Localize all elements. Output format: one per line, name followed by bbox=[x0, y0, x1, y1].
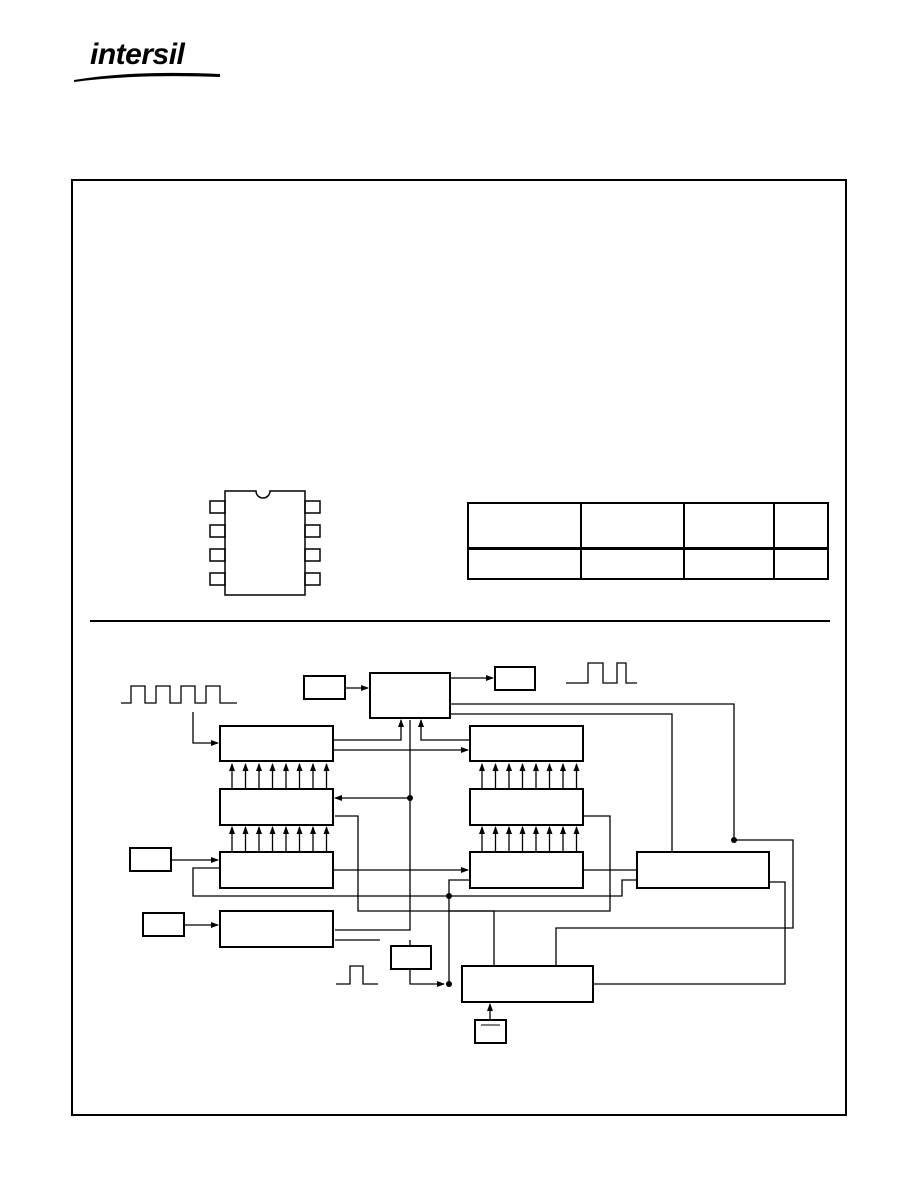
table-header-cell bbox=[773, 502, 829, 550]
junction-dot bbox=[446, 893, 452, 899]
table-cell bbox=[580, 547, 685, 580]
junction-dot bbox=[446, 981, 452, 987]
register-b2 bbox=[469, 788, 584, 826]
register-a3 bbox=[219, 851, 334, 889]
pin-right-1 bbox=[304, 500, 321, 514]
register-b1 bbox=[469, 725, 584, 762]
pin-right-2 bbox=[304, 524, 321, 538]
supply-block bbox=[474, 1019, 507, 1044]
logo-swoosh-icon bbox=[74, 72, 220, 82]
clock-waveform bbox=[121, 685, 237, 704]
table-header-cell bbox=[580, 502, 685, 550]
pin-left-2 bbox=[209, 524, 226, 538]
pin-left-1 bbox=[209, 500, 226, 514]
section-divider bbox=[90, 620, 830, 622]
table-cell bbox=[773, 547, 829, 580]
table-header-cell bbox=[683, 502, 775, 550]
register-a2 bbox=[219, 788, 334, 826]
junction-dot bbox=[731, 837, 737, 843]
input-block-left1 bbox=[129, 847, 172, 872]
table-header-row bbox=[467, 502, 829, 550]
table-cell bbox=[467, 547, 582, 580]
logo-wordmark: intersil bbox=[90, 38, 185, 71]
logic-block-right bbox=[636, 851, 770, 889]
control-block bbox=[369, 672, 451, 719]
content-frame bbox=[71, 179, 847, 1116]
junction-dot bbox=[407, 795, 413, 801]
register-a1 bbox=[219, 725, 334, 762]
table-header-cell bbox=[467, 502, 582, 550]
pulse-waveform-top bbox=[566, 662, 637, 684]
counter-block bbox=[461, 965, 594, 1003]
table-cell bbox=[683, 547, 775, 580]
pin-left-4 bbox=[209, 572, 226, 586]
pin-left-3 bbox=[209, 548, 226, 562]
input-block-left2 bbox=[142, 912, 185, 937]
pin-right-3 bbox=[304, 548, 321, 562]
table-row bbox=[467, 547, 829, 580]
pulse-waveform-bottom bbox=[336, 965, 378, 985]
output-block bbox=[494, 666, 536, 691]
intersil-logo: intersil bbox=[72, 40, 222, 86]
register-b3 bbox=[469, 851, 584, 889]
input-block-top bbox=[303, 675, 346, 700]
small-input-block bbox=[390, 945, 432, 970]
register-a4 bbox=[219, 910, 334, 948]
pin-right-4 bbox=[304, 572, 321, 586]
ordering-table bbox=[467, 502, 829, 580]
